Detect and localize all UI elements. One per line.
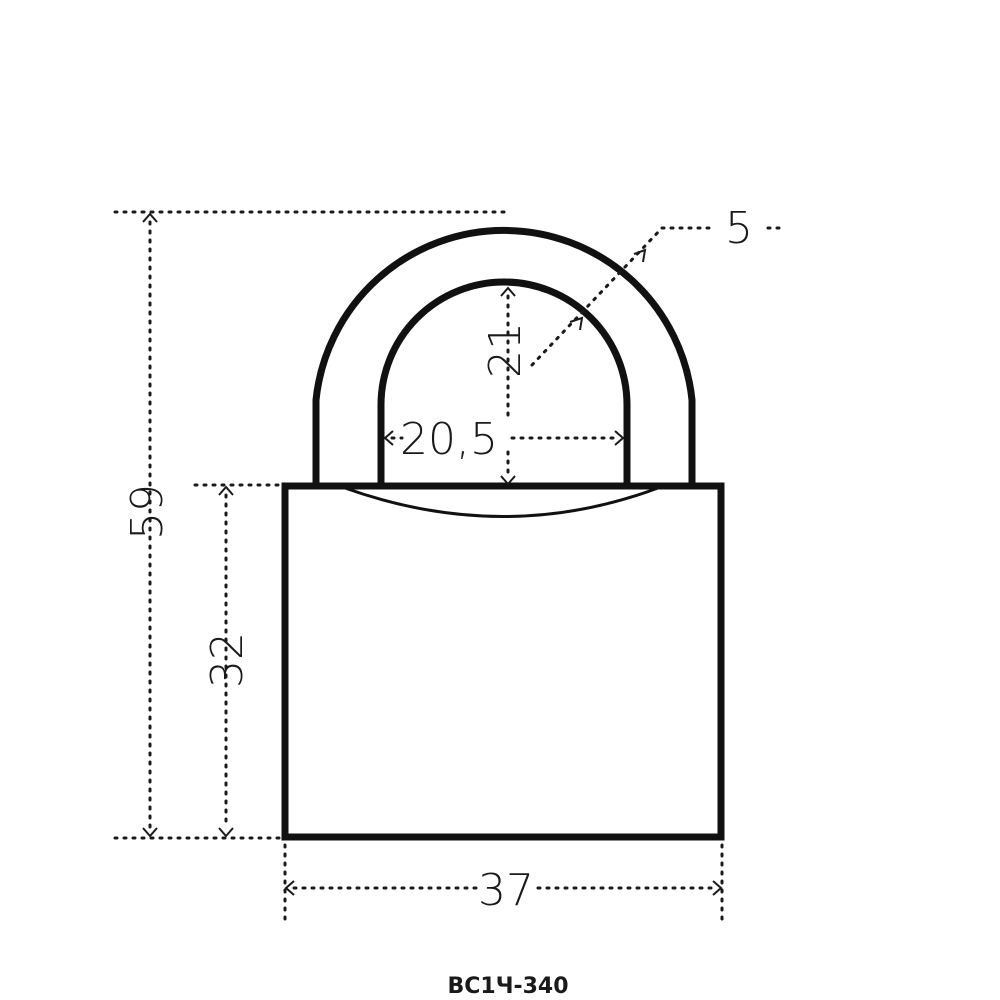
shackle-inner-width-dimension: 20,5 [383,414,625,465]
body-width-dimension: 37 [283,843,724,924]
shackle-inner-height-dimension: 21 [480,286,531,486]
shackle-outer-outline [312,227,696,485]
shackle-inner-outline [377,278,631,485]
body-top-curve [344,486,659,518]
shackle-inner-width-label: 20,5 [400,414,498,465]
total-height-label: 59 [122,484,173,540]
model-caption: ВС1Ч-340 [447,974,568,999]
body-outline [281,482,725,841]
shackle-thickness-label: 5 [725,203,753,254]
padlock-shackle [312,227,696,485]
shackle-inner-height-label: 21 [480,322,531,378]
shackle-thickness-dimension: 5 [530,203,787,367]
body-width-label: 37 [478,865,534,916]
total-height-dimension: 59 [113,210,507,840]
body-height-dimension: 32 [193,483,282,838]
body-height-label: 32 [202,632,253,688]
padlock-body [281,482,725,841]
